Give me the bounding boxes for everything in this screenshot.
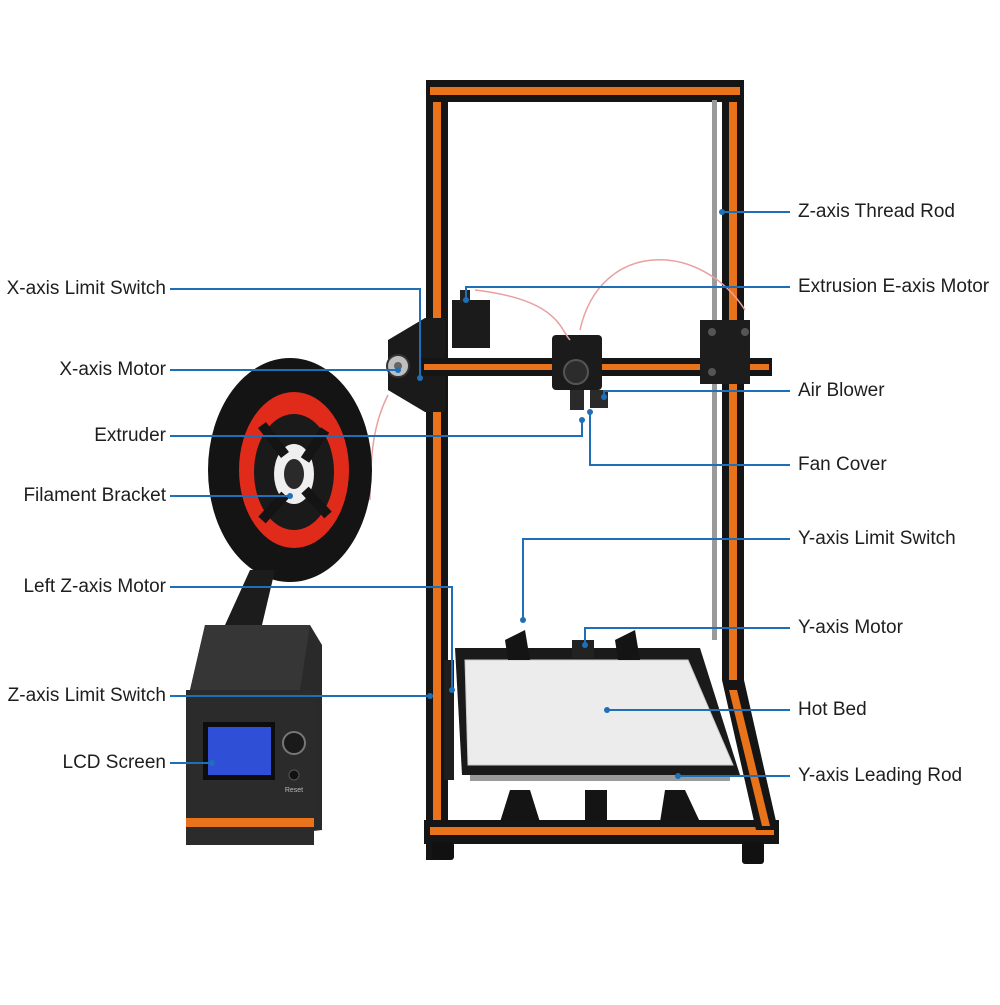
label-lcd-screen: LCD Screen: [62, 752, 167, 773]
leader-dots: [209, 209, 725, 779]
reset-label: Reset: [285, 787, 303, 794]
label-y-limit-switch: Y-axis Limit Switch: [798, 528, 956, 549]
label-x-motor: X-axis Motor: [59, 359, 166, 380]
filament-spool: [208, 358, 372, 625]
x-gantry: [386, 290, 772, 412]
label-extruder: Extruder: [94, 425, 166, 446]
label-extrusion-e-motor: Extrusion E-axis Motor: [798, 276, 990, 297]
leader-lines: [170, 211, 790, 777]
label-y-leading-rod: Y-axis Leading Rod: [798, 765, 963, 786]
label-hot-bed: Hot Bed: [798, 699, 867, 720]
label-filament-bracket: Filament Bracket: [23, 485, 166, 506]
label-left-z-motor: Left Z-axis Motor: [23, 576, 166, 597]
hot-bed-assembly: [444, 630, 740, 822]
label-air-blower: Air Blower: [798, 380, 885, 401]
label-z-limit-switch: Z-axis Limit Switch: [7, 685, 166, 706]
label-fan-cover: Fan Cover: [798, 454, 887, 475]
label-x-limit-switch: X-axis Limit Switch: [6, 278, 166, 299]
label-z-thread-rod: Z-axis Thread Rod: [798, 201, 955, 222]
label-y-motor: Y-axis Motor: [798, 617, 903, 638]
control-box: [186, 625, 322, 845]
